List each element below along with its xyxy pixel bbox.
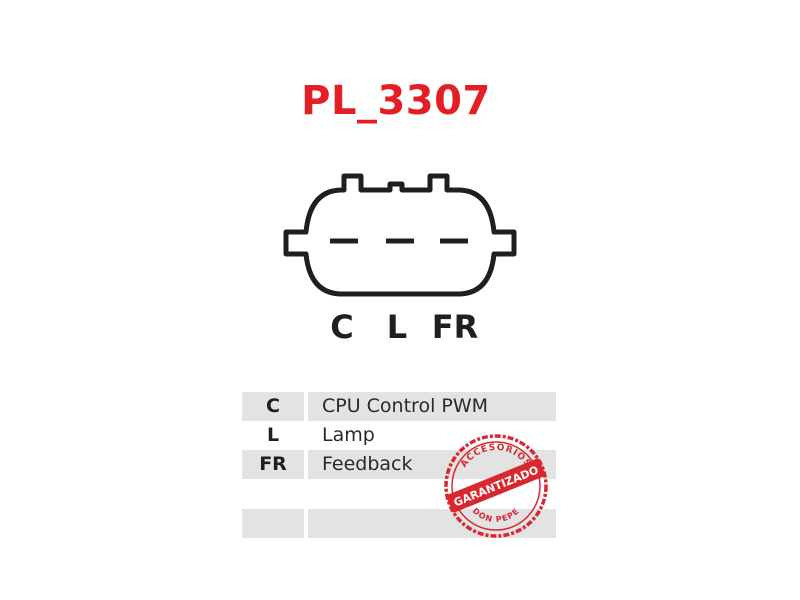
connector-outline-diagram	[283, 173, 517, 297]
table-row: L Lamp	[242, 421, 556, 450]
table-row: C CPU Control PWM	[242, 392, 556, 421]
part-number-title: PL_3307	[301, 78, 491, 124]
pin-code: L	[266, 424, 280, 446]
table-row-empty	[242, 509, 556, 538]
pin-label-l: L	[386, 308, 408, 346]
pin-code: C	[242, 392, 304, 421]
pin-description-table: C CPU Control PWM L Lamp FR Feedback	[242, 392, 556, 538]
pin-label-fr: FR	[431, 308, 479, 346]
svg-text:GARANTIZADO: GARANTIZADO	[452, 464, 541, 510]
pin-description: CPU Control PWM	[308, 392, 556, 421]
guarantee-stamp-logo: ACCESORIOS DON PEPE GARANTIZADO	[444, 434, 548, 538]
pin-description: Lamp	[322, 424, 375, 446]
pin-code: FR	[242, 450, 304, 479]
pin-label-c: C	[330, 308, 354, 346]
svg-text:DON PEPE: DON PEPE	[471, 506, 522, 524]
pin-labels: C L FR	[0, 308, 800, 348]
